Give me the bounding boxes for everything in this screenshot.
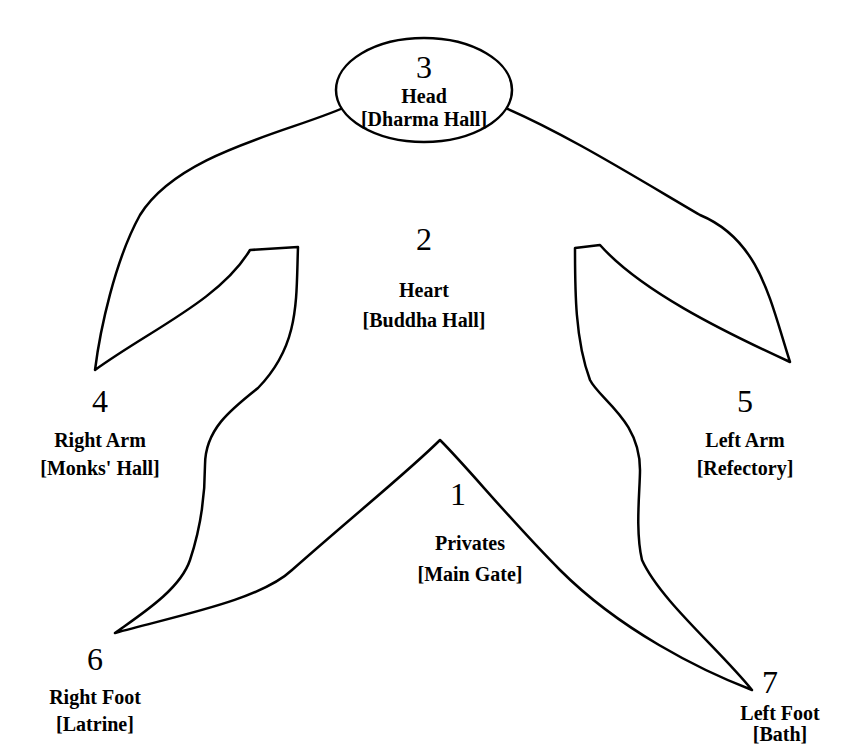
part-label: Left Arm: [705, 429, 784, 451]
part-label: Left Foot: [740, 702, 819, 724]
part-label: [Refectory]: [697, 457, 794, 479]
part-label: Right Foot: [49, 686, 141, 708]
callout-number: 1: [450, 477, 466, 512]
callout-number: 4: [92, 384, 108, 419]
head-circle: 3Head[Dharma Hall]: [334, 36, 514, 144]
part-label: [Dharma Hall]: [361, 108, 487, 131]
part-label: Head: [401, 85, 447, 108]
part-label: [Latrine]: [56, 713, 134, 735]
callout-number: 5: [737, 384, 753, 419]
part-label: Right Arm: [54, 429, 146, 451]
figure-outline: [95, 104, 790, 690]
callout-number: 7: [762, 665, 778, 700]
callout-number: 6: [87, 642, 103, 677]
part-label: Privates: [435, 532, 505, 554]
head-text: 3Head[Dharma Hall]: [334, 36, 514, 144]
callout-number: 2: [416, 222, 432, 257]
part-label: [Main Gate]: [418, 563, 523, 585]
callout-number: 3: [416, 49, 432, 86]
part-label: Heart: [399, 279, 449, 301]
part-label: [Buddha Hall]: [363, 309, 486, 331]
part-label: [Bath]: [753, 723, 807, 745]
part-label: [Monks' Hall]: [40, 457, 159, 479]
